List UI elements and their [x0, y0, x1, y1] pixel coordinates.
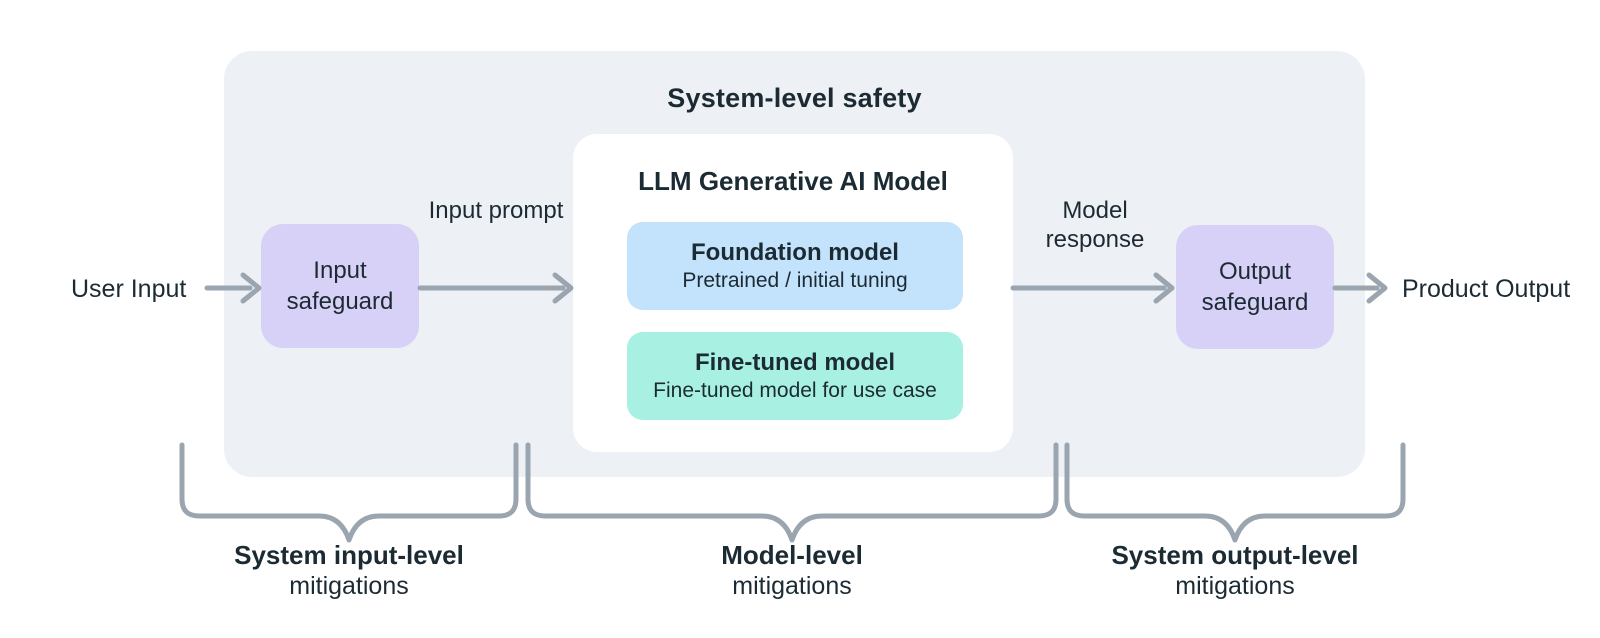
- model-level-mitigations-label: Model-level mitigations: [622, 539, 962, 602]
- fine-tuned-model-title: Fine-tuned model: [695, 349, 895, 376]
- input-safeguard-label: Input safeguard: [286, 257, 394, 315]
- llm-model-title: LLM Generative AI Model: [638, 166, 948, 196]
- input-safeguard-box: Input safeguard: [261, 224, 419, 348]
- input-prompt-label: Input prompt: [428, 197, 564, 224]
- fine-tuned-model-subtitle: Fine-tuned model for use case: [653, 379, 937, 402]
- product-output-label: Product Output: [1402, 275, 1571, 303]
- system-input-mitigations-label: System input-level mitigations: [179, 539, 519, 602]
- fine-tuned-model-box: Fine-tuned model Fine-tuned model for us…: [627, 332, 963, 420]
- system-output-mitigations-label: System output-level mitigations: [1065, 539, 1405, 602]
- foundation-model-box: Foundation model Pretrained / initial tu…: [627, 222, 963, 310]
- system-input-mitigations-title: System input-level: [234, 540, 464, 570]
- system-output-mitigations-subtitle: mitigations: [1175, 572, 1295, 600]
- output-safeguard-box: Output safeguard: [1176, 225, 1334, 349]
- system-safety-title: System-level safety: [667, 83, 922, 113]
- output-safeguard-label: Output safeguard: [1201, 258, 1309, 316]
- model-level-mitigations-subtitle: mitigations: [732, 572, 852, 600]
- model-response-label: Model response: [1045, 197, 1145, 253]
- model-level-mitigations-title: Model-level: [721, 540, 863, 570]
- foundation-model-subtitle: Pretrained / initial tuning: [682, 269, 908, 292]
- user-input-label: User Input: [71, 275, 187, 303]
- system-output-mitigations-title: System output-level: [1111, 540, 1359, 570]
- system-input-mitigations-subtitle: mitigations: [289, 572, 409, 600]
- foundation-model-title: Foundation model: [691, 239, 899, 266]
